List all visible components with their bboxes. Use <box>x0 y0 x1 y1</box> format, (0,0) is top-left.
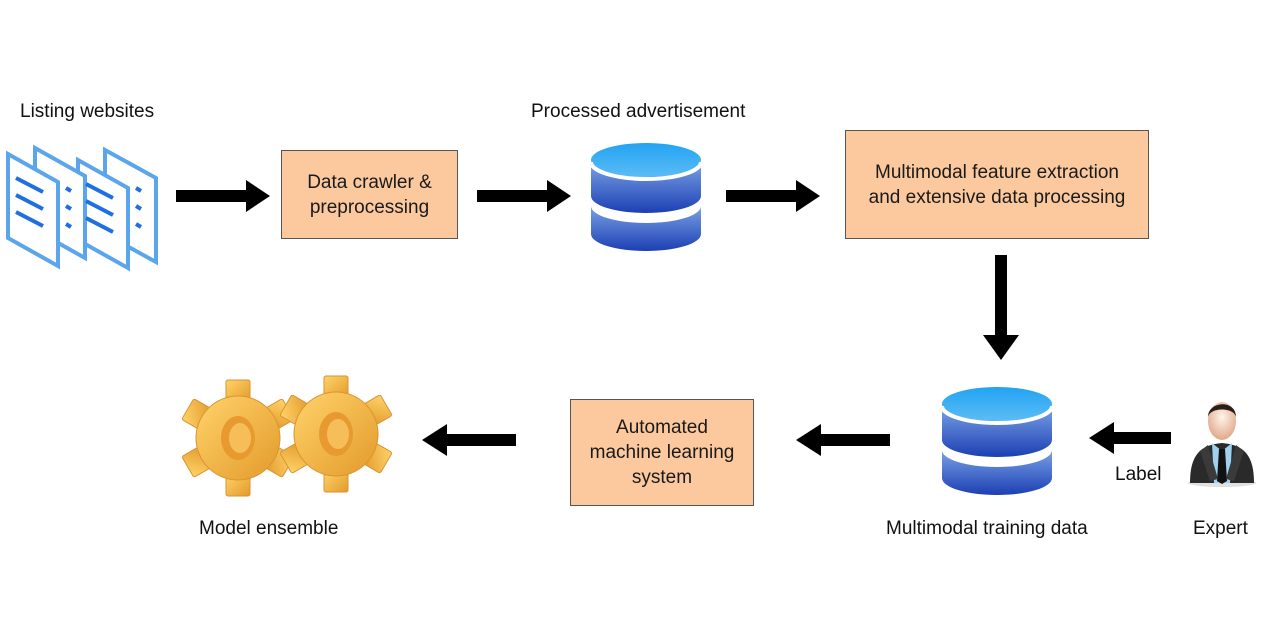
arrow-db-to-extraction <box>726 180 820 212</box>
person-icon <box>1188 402 1256 487</box>
expert-label: Expert <box>1193 518 1248 539</box>
automl-box: Automated machine learning system <box>570 399 754 506</box>
feature-extraction-label: Multimodal feature extraction and extens… <box>868 161 1126 208</box>
listing-websites-label: Listing websites <box>20 101 155 122</box>
crawler-box: Data crawler & preprocessing <box>281 150 458 239</box>
arrow-crawler-to-db <box>477 180 571 212</box>
arrow-training-to-automl <box>796 424 890 456</box>
arrow-automl-to-ensemble <box>422 424 516 456</box>
crawler-label: Data crawler & preprocessing <box>307 171 432 218</box>
arrow-extraction-to-training <box>983 255 1019 360</box>
feature-extraction-box: Multimodal feature extraction and extens… <box>845 130 1149 239</box>
processed-advertisement-label: Processed advertisement <box>531 101 746 122</box>
arrow-websites-to-crawler <box>176 180 270 212</box>
training-data-label: Multimodal training data <box>886 518 1088 539</box>
gears-icon <box>182 375 392 497</box>
model-ensemble-label: Model ensemble <box>199 518 339 539</box>
document-stack-icon <box>6 144 158 272</box>
database-icon <box>589 143 703 251</box>
edge-label: Label <box>1115 464 1162 485</box>
database-icon <box>940 387 1054 495</box>
automl-label: Automated machine learning system <box>589 417 735 488</box>
arrow-expert-to-training <box>1089 422 1171 454</box>
